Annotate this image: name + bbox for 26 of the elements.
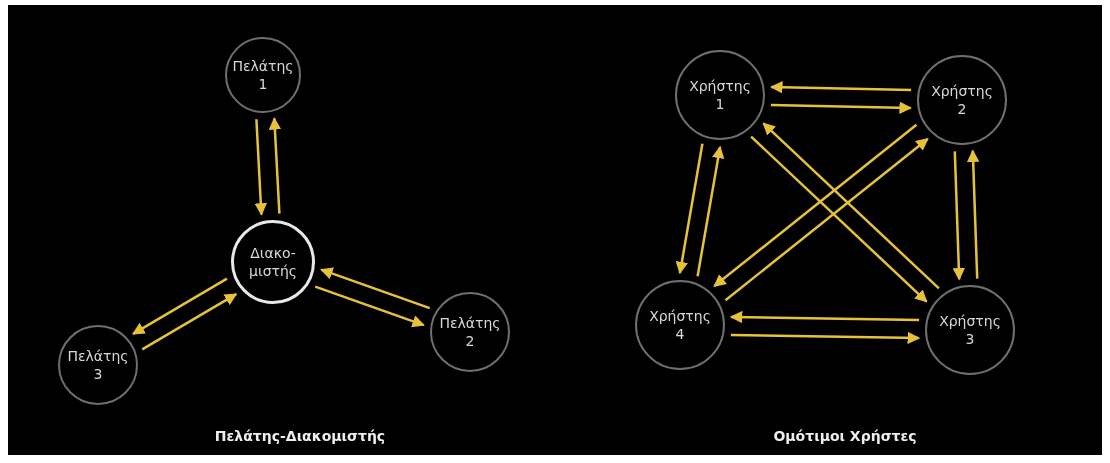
arrow [254,119,268,216]
arrow [952,151,966,281]
arrow [713,123,918,288]
arrow [730,331,921,345]
node-label: Χρήστης 3 [939,311,1001,349]
arrow [314,285,425,328]
node-label: Πελάτης 3 [67,346,129,384]
arrow [762,122,940,290]
arrow [770,101,912,114]
diagram-caption: Πελάτης-Διακομιστής [214,428,386,444]
arrow [729,310,920,324]
arrow [132,277,228,335]
node-label: Διακο- μιστής [249,243,297,281]
arrow [770,81,912,94]
arrow [268,117,282,214]
arrow [966,149,980,279]
arrow [320,267,431,310]
diagram-caption: Ομότιμοι Χρήστες [773,428,917,444]
node-label: Χρήστης 1 [689,76,751,114]
node-label: Χρήστης 4 [649,306,711,344]
node-label: Χρήστης 2 [931,81,993,119]
arrow [675,143,704,275]
node-label: Πελάτης 1 [232,56,294,94]
arrow [696,145,725,277]
node-label: Πελάτης 2 [439,313,501,351]
arrow [141,293,238,351]
